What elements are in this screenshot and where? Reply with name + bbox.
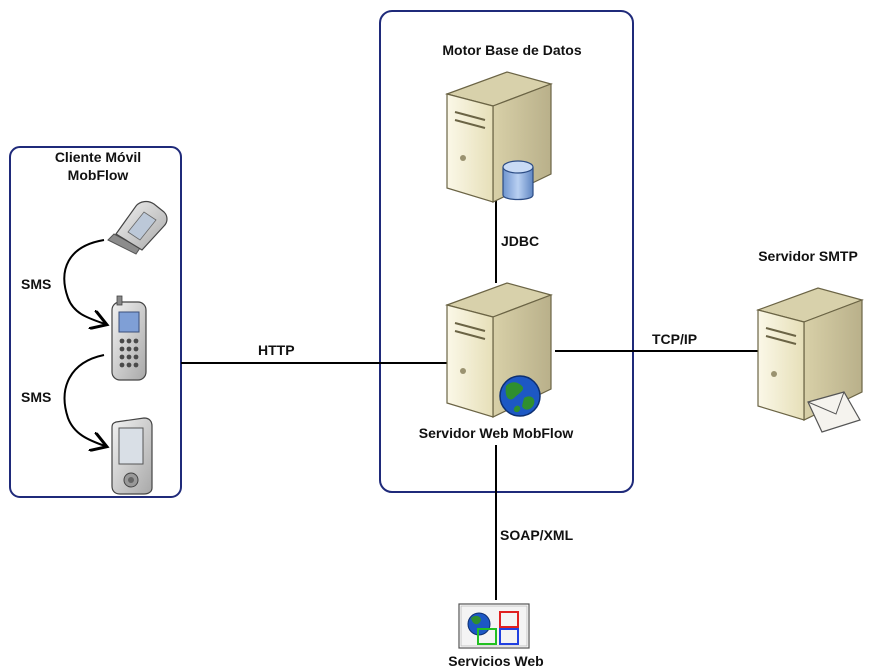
client-group-title-line2: MobFlow: [68, 167, 129, 183]
sms-label-2: SMS: [21, 389, 51, 405]
smtp-server-icon: [755, 287, 864, 421]
soap-xml-label: SOAP/XML: [500, 527, 574, 543]
web-services-icon: [458, 603, 530, 649]
database-server-icon: [444, 71, 553, 203]
pda-device-icon: [111, 417, 153, 495]
client-group-title-line1: Cliente Móvil: [55, 149, 141, 165]
mobile-phone-icon: [111, 295, 147, 381]
server-group-box: [379, 10, 634, 493]
smtp-server-label: Servidor SMTP: [758, 248, 858, 264]
tcp-ip-label: TCP/IP: [652, 331, 697, 347]
globe-icon: [499, 375, 541, 417]
http-label: HTTP: [258, 342, 295, 358]
web-server-label: Servidor Web MobFlow: [419, 425, 574, 441]
database-label: Motor Base de Datos: [442, 42, 581, 58]
sms-arrow-2: [63, 354, 105, 446]
sms-label-1: SMS: [21, 276, 51, 292]
sms-arrow-1: [63, 239, 105, 324]
jdbc-label: JDBC: [501, 233, 539, 249]
flip-phone-icon: [107, 200, 168, 255]
web-services-label: Servicios Web: [448, 653, 543, 669]
database-cylinder-icon: [502, 160, 534, 201]
envelope-icon: [807, 391, 861, 433]
client-group-box: [9, 146, 182, 498]
